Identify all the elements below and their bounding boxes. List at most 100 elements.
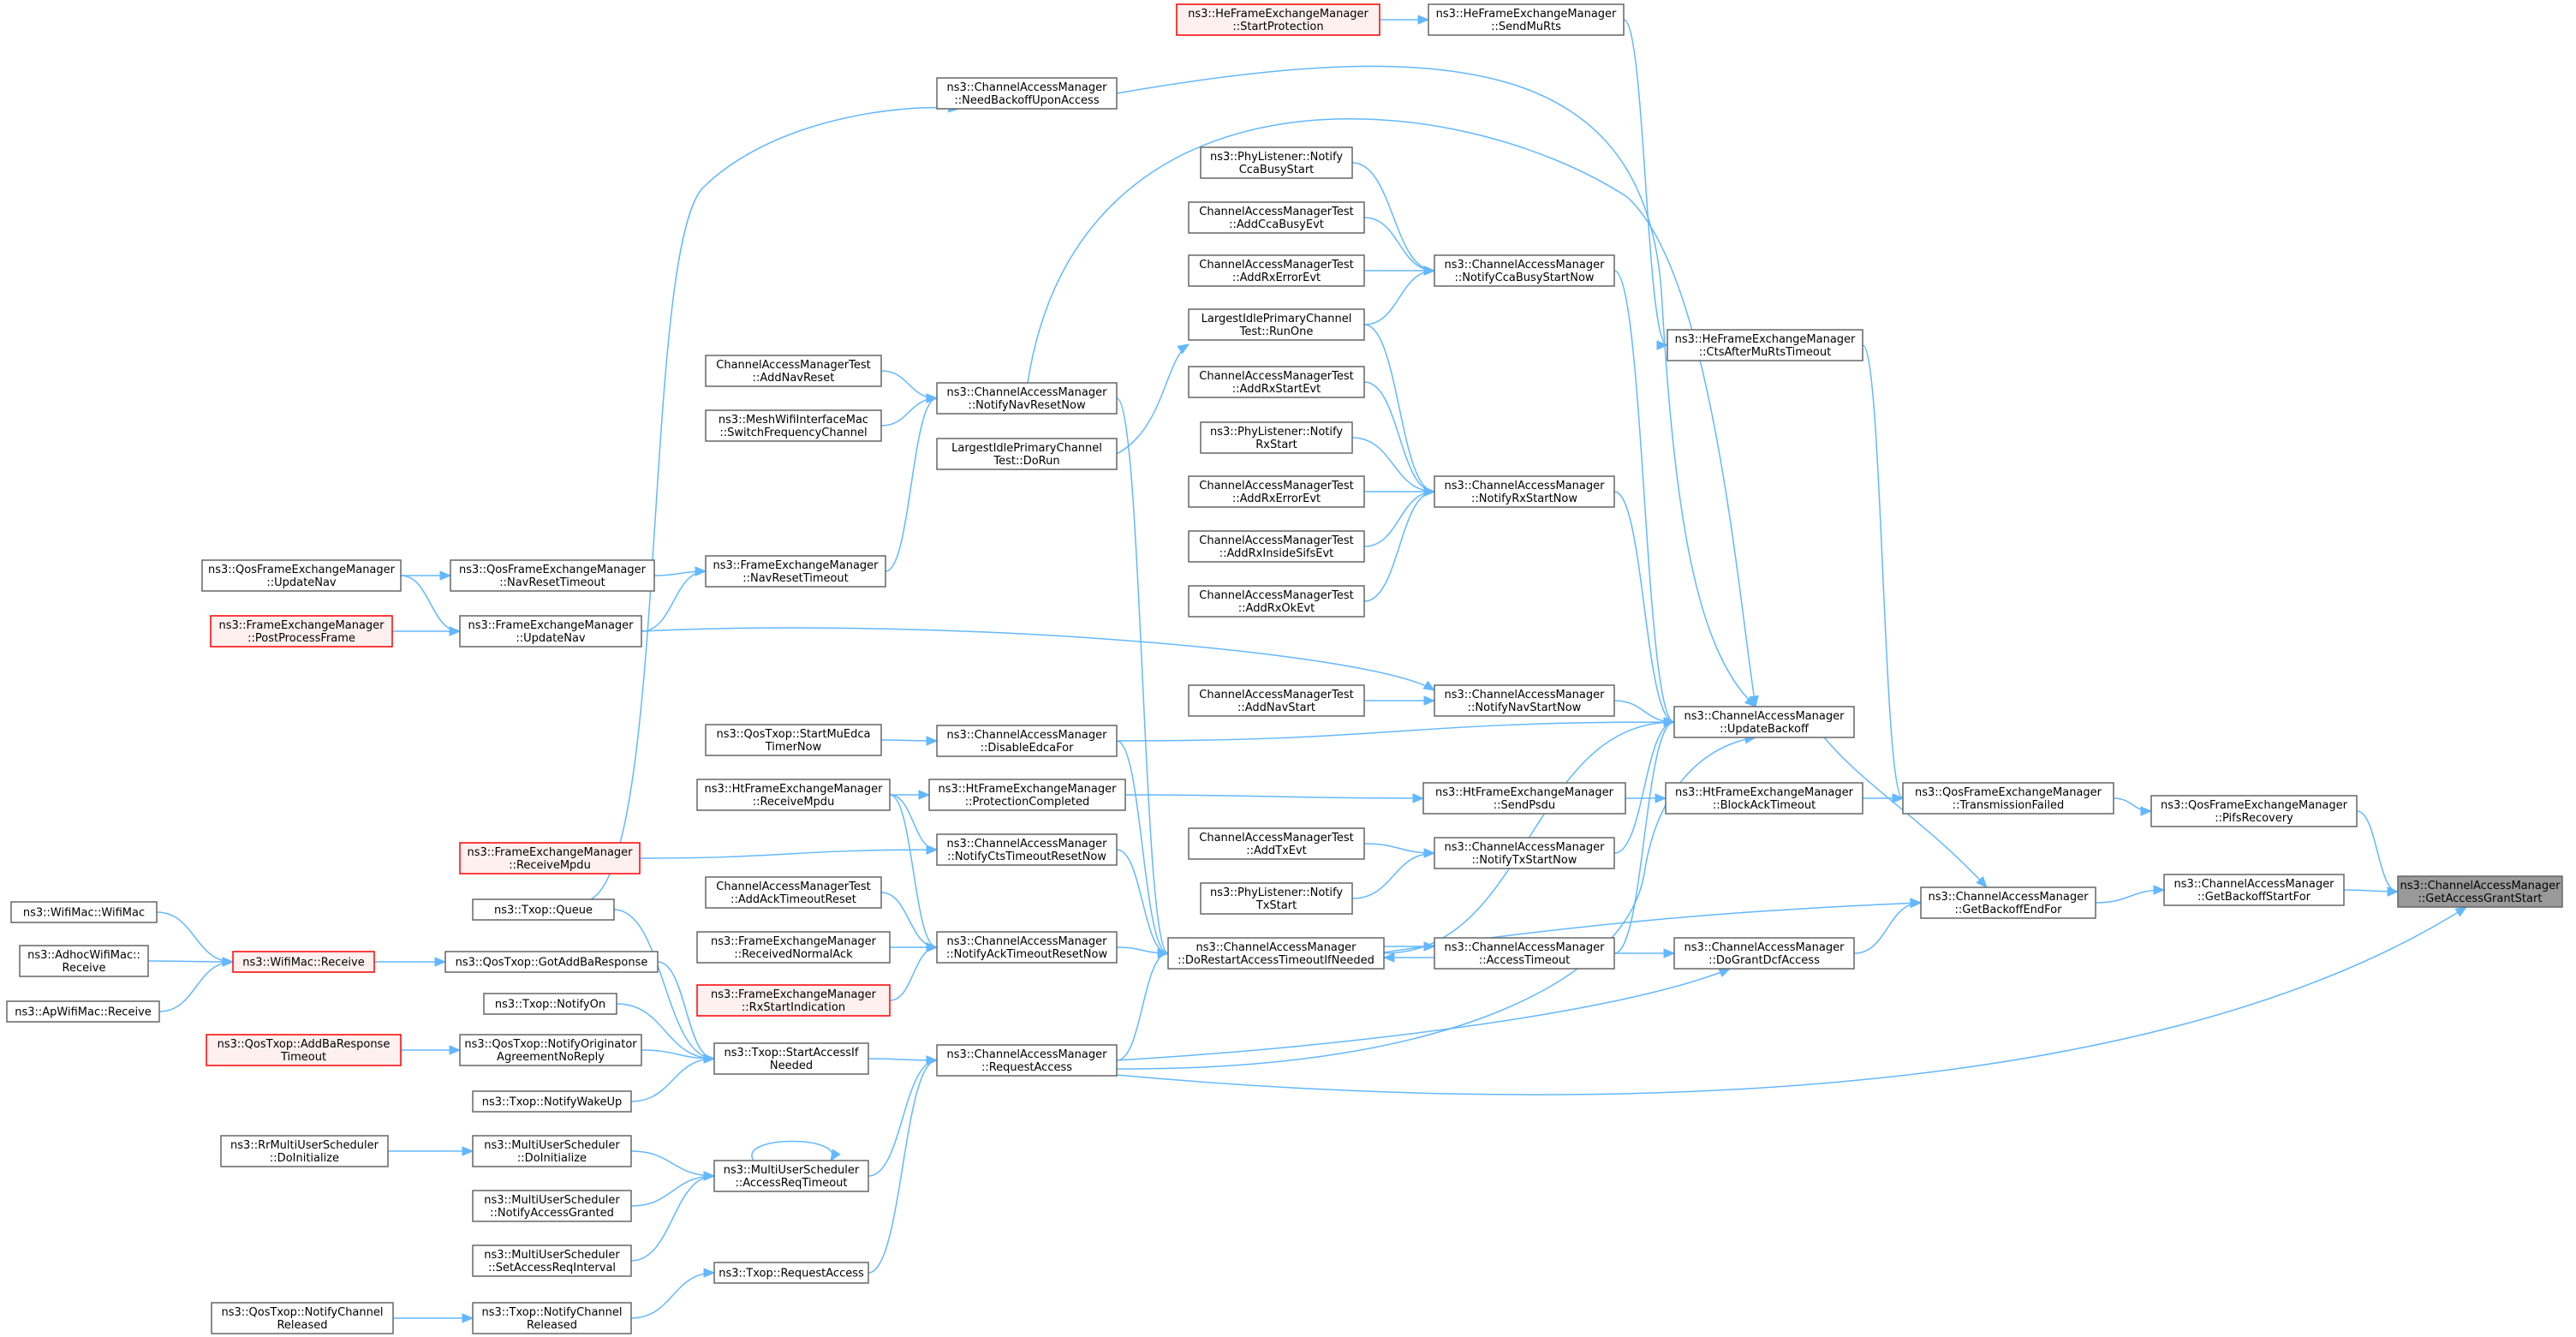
node-box	[211, 1302, 394, 1334]
node-addnavreset[interactable]: ChannelAccessManagerTest::AddNavReset	[705, 355, 882, 387]
node-label-line: ::ProtectionCompleted	[965, 796, 1089, 809]
node-wifimacrecv[interactable]: ns3::WifiMac::Receive	[232, 951, 375, 973]
node-updbackoff[interactable]: ns3::ChannelAccessManager::UpdateBackoff	[1673, 706, 1855, 738]
node-fenavreset[interactable]: ns3::FrameExchangeManager::NavResetTimeo…	[705, 555, 886, 588]
node-acktimeout[interactable]: ns3::ChannelAccessManager::NotifyAckTime…	[936, 931, 1118, 964]
node-label-line: ::NotifyNavResetNow	[968, 399, 1086, 412]
node-rxstart[interactable]: ns3::ChannelAccessManager::NotifyRxStart…	[1434, 475, 1615, 508]
node-muaccgranted[interactable]: ns3::MultiUserScheduler::NotifyAccessGra…	[472, 1190, 632, 1222]
node-label-line: ::ReceivedNormalAck	[734, 948, 853, 961]
node-addrxerr1[interactable]: ChannelAccessManagerTest::AddRxErrorEvt	[1188, 254, 1365, 287]
node-label-line: ns3::PhyListener::Notify	[1210, 151, 1343, 164]
node-htrxmpdu[interactable]: ns3::HtFrameExchangeManager::ReceiveMpdu	[696, 779, 891, 811]
node-addnavstart[interactable]: ChannelAccessManagerTest::AddNavStart	[1188, 684, 1365, 717]
node-label-line: ::UpdateNav	[516, 632, 586, 645]
node-musetaccreq[interactable]: ns3::MultiUserScheduler::SetAccessReqInt…	[472, 1244, 632, 1277]
node-txf[interactable]: ns3::QosFrameExchangeManager::Transmissi…	[1902, 782, 2114, 815]
node-ctstimeout[interactable]: ns3::ChannelAccessManager::NotifyCtsTime…	[936, 833, 1118, 866]
node-dorestart[interactable]: ns3::ChannelAccessManager::DoRestartAcce…	[1167, 937, 1385, 970]
node-qosnavreset[interactable]: ns3::QosFrameExchangeManager::NavResetTi…	[450, 559, 655, 592]
node-grantdcf[interactable]: ns3::ChannelAccessManager::DoGrantDcfAcc…	[1673, 937, 1855, 970]
node-label-line: Needed	[770, 1059, 813, 1072]
node-wifimacwifimac[interactable]: ns3::WifiMac::WifiMac	[10, 901, 158, 923]
node-phyrxstart[interactable]: ns3::PhyListener::NotifyRxStart	[1200, 421, 1353, 454]
node-navreset[interactable]: ns3::ChannelAccessManager::NotifyNavRese…	[936, 382, 1118, 415]
node-protcomplete[interactable]: ns3::HtFrameExchangeManager::ProtectionC…	[928, 779, 1126, 811]
node-addccabusy[interactable]: ChannelAccessManagerTest::AddCcaBusyEvt	[1188, 201, 1365, 234]
node-aprecv[interactable]: ns3::ApWifiMac::Receive	[6, 1000, 160, 1023]
node-ctsmurts[interactable]: ns3::HeFrameExchangeManager::CtsAfterMuR…	[1667, 329, 1863, 361]
node-notifywakeup[interactable]: ns3::Txop::NotifyWakeUp	[472, 1090, 632, 1113]
node-ferxmpdu[interactable]: ns3::FrameExchangeManager::ReceiveMpdu	[459, 842, 641, 874]
node-navstart[interactable]: ns3::ChannelAccessManager::NotifyNavStar…	[1434, 684, 1615, 717]
node-txopreqaccess[interactable]: ns3::Txop::RequestAccess	[713, 1262, 869, 1284]
node-mudoinit[interactable]: ns3::MultiUserScheduler::DoInitialize	[472, 1135, 632, 1167]
edge-line	[1823, 737, 1988, 888]
edge-addrxstart-to-rxstart	[1363, 381, 1436, 497]
node-rrdoinit[interactable]: ns3::RrMultiUserScheduler::DoInitialize	[220, 1135, 389, 1167]
node-sendmurts[interactable]: ns3::HeFrameExchangeManager::SendMuRts	[1428, 3, 1625, 36]
node-addrxsifs[interactable]: ChannelAccessManagerTest::AddRxInsideSif…	[1188, 530, 1365, 563]
edge-line	[590, 106, 960, 900]
arrow-head-icon	[1718, 968, 1732, 978]
node-box	[1188, 308, 1365, 341]
node-phytxstart[interactable]: ns3::PhyListener::NotifyTxStart	[1200, 882, 1353, 915]
node-rxstartind[interactable]: ns3::FrameExchangeManager::RxStartIndica…	[696, 984, 891, 1017]
node-box	[1428, 3, 1625, 36]
node-gbef[interactable]: ns3::ChannelAccessManager::GetBackoffEnd…	[1920, 886, 2096, 919]
node-notifyorig[interactable]: ns3::QosTxop::NotifyOriginatorAgreementN…	[459, 1034, 642, 1066]
node-ccabusy[interactable]: ns3::ChannelAccessManager::NotifyCcaBusy…	[1434, 254, 1615, 287]
node-label-line: ns3::MultiUserScheduler	[724, 1164, 860, 1177]
node-gotaddba[interactable]: ns3::QosTxop::GotAddBaResponse	[444, 951, 659, 973]
node-addacktimeout[interactable]: ChannelAccessManagerTest::AddAckTimeoutR…	[705, 876, 882, 909]
node-blockack[interactable]: ns3::HtFrameExchangeManager::BlockAckTim…	[1665, 782, 1863, 815]
node-acctimeout[interactable]: ns3::ChannelAccessManager::AccessTimeout	[1434, 937, 1615, 970]
arrow-head-icon	[926, 1055, 939, 1065]
node-label-line: ::SwitchFrequencyChannel	[719, 427, 867, 439]
node-reqaccess[interactable]: ns3::ChannelAccessManager::RequestAccess	[936, 1044, 1118, 1077]
node-notifyon[interactable]: ns3::Txop::NotifyOn	[483, 993, 617, 1015]
node-gbsf[interactable]: ns3::ChannelAccessManager::GetBackoffSta…	[2163, 874, 2345, 906]
arrow-head-icon	[2140, 806, 2153, 816]
node-qosupdatenav[interactable]: ns3::QosFrameExchangeManager::UpdateNav	[201, 559, 402, 592]
node-adhocrecv[interactable]: ns3::AdhocWifiMac::Receive	[19, 945, 149, 977]
node-postprocess[interactable]: ns3::FrameExchangeManager::PostProcessFr…	[210, 615, 393, 648]
edge-line	[868, 1059, 938, 1274]
node-sendpsdu[interactable]: ns3::HtFrameExchangeManager::SendPsdu	[1422, 782, 1626, 815]
node-label-line: TimerNow	[765, 741, 822, 754]
node-addrxerr2[interactable]: ChannelAccessManagerTest::AddRxErrorEvt	[1188, 475, 1365, 508]
arrow-head-icon	[1976, 875, 1988, 888]
node-disableedca[interactable]: ns3::ChannelAccessManager::DisableEdcaFo…	[936, 725, 1118, 757]
edge-line	[880, 370, 938, 399]
node-label-line: Test::RunOne	[1239, 325, 1314, 338]
edge-line	[1116, 968, 1731, 1061]
node-needbackoff[interactable]: ns3::ChannelAccessManager::NeedBackoffUp…	[936, 77, 1118, 110]
node-meshswitch[interactable]: ns3::MeshWifiInterfaceMac::SwitchFrequen…	[705, 409, 882, 442]
node-label-line: ::NotifyCcaBusyStartNow	[1454, 272, 1594, 284]
edge-disableedca-to-dorestart	[1116, 740, 1170, 958]
node-rxnormalack[interactable]: ns3::FrameExchangeManager::ReceivedNorma…	[696, 931, 891, 964]
node-addrxok[interactable]: ChannelAccessManagerTest::AddRxOkEvt	[1188, 585, 1365, 618]
node-feupdatenav[interactable]: ns3::FrameExchangeManager::UpdateNav	[459, 615, 642, 648]
node-accreqtimeout[interactable]: ns3::MultiUserScheduler::AccessReqTimeou…	[713, 1160, 869, 1192]
node-box	[936, 438, 1118, 470]
arrow-head-icon	[1422, 680, 1436, 691]
node-startprot[interactable]: ns3::HeFrameExchangeManager::StartProtec…	[1176, 3, 1380, 36]
node-pifs[interactable]: ns3::QosFrameExchangeManager::PifsRecove…	[2150, 795, 2358, 827]
node-addtx[interactable]: ChannelAccessManagerTest::AddTxEvt	[1188, 827, 1365, 860]
node-txopqueue[interactable]: ns3::Txop::Queue	[472, 898, 615, 921]
node-root[interactable]: ns3::ChannelAccessManager::GetAccessGran…	[2397, 875, 2563, 908]
node-addrxstart[interactable]: ChannelAccessManagerTest::AddRxStartEvt	[1188, 366, 1365, 398]
node-label-line: ns3::ChannelAccessManager	[947, 729, 1108, 742]
node-label-line: ::DoGrantDcfAccess	[1708, 954, 1820, 967]
node-phyccabusy[interactable]: ns3::PhyListener::NotifyCcaBusyStart	[1200, 146, 1353, 179]
edge-line	[156, 911, 234, 963]
node-txstart[interactable]: ns3::ChannelAccessManager::NotifyTxStart…	[1434, 837, 1615, 869]
